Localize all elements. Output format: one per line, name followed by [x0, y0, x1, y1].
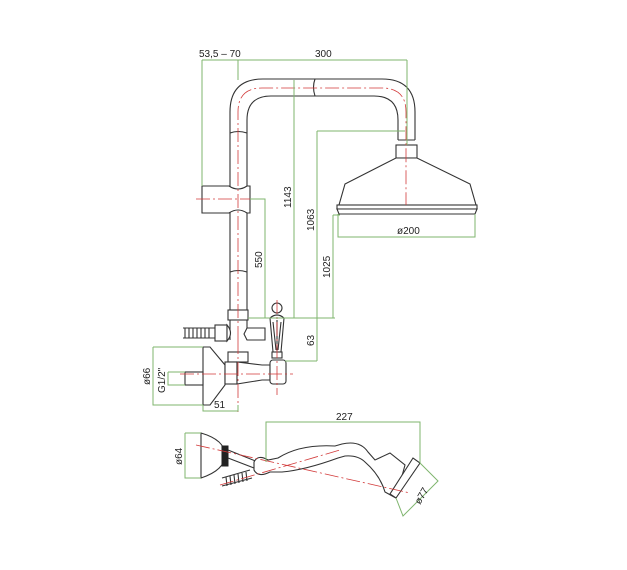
dim-thread: G1/2" [157, 367, 168, 393]
inlet-thread [184, 371, 204, 386]
dim-valve-offset: 63 [306, 334, 317, 346]
dim-overall-height: 1143 [283, 186, 294, 208]
dim-head-diameter: ø200 [397, 226, 420, 237]
shower-arm-outer [229, 78, 416, 340]
hose-connector [183, 323, 266, 343]
dim-handshower-head-diameter: ø77 [413, 486, 431, 507]
dim-escutcheon-diameter: ø66 [142, 367, 153, 385]
dim-slider-height: 550 [254, 251, 265, 268]
dim-arm-length: 300 [315, 49, 332, 60]
shower-arm-inner [246, 95, 399, 340]
dim-holder-diameter: ø64 [174, 447, 185, 465]
escutcheon [202, 346, 226, 406]
dim-head-height: 1025 [322, 255, 333, 278]
shower-column [180, 78, 478, 412]
hand-shower-set [195, 432, 421, 499]
hand-shower-slider[interactable] [201, 185, 251, 214]
wall-holder [200, 432, 226, 479]
center-line [237, 87, 407, 340]
dimension-lines [152, 59, 476, 412]
hand-shower [253, 442, 406, 499]
dim-offset-range: 53,5 – 70 [199, 49, 241, 60]
dimension-labels: 53,5 – 70 300 1143 1063 1025 550 63 ø200… [142, 49, 420, 411]
dim-wall-depth: 51 [214, 400, 226, 411]
dim-handshower-length: 227 [336, 412, 353, 423]
dim-arm-height: 1063 [306, 208, 317, 231]
shower-head [336, 144, 478, 215]
